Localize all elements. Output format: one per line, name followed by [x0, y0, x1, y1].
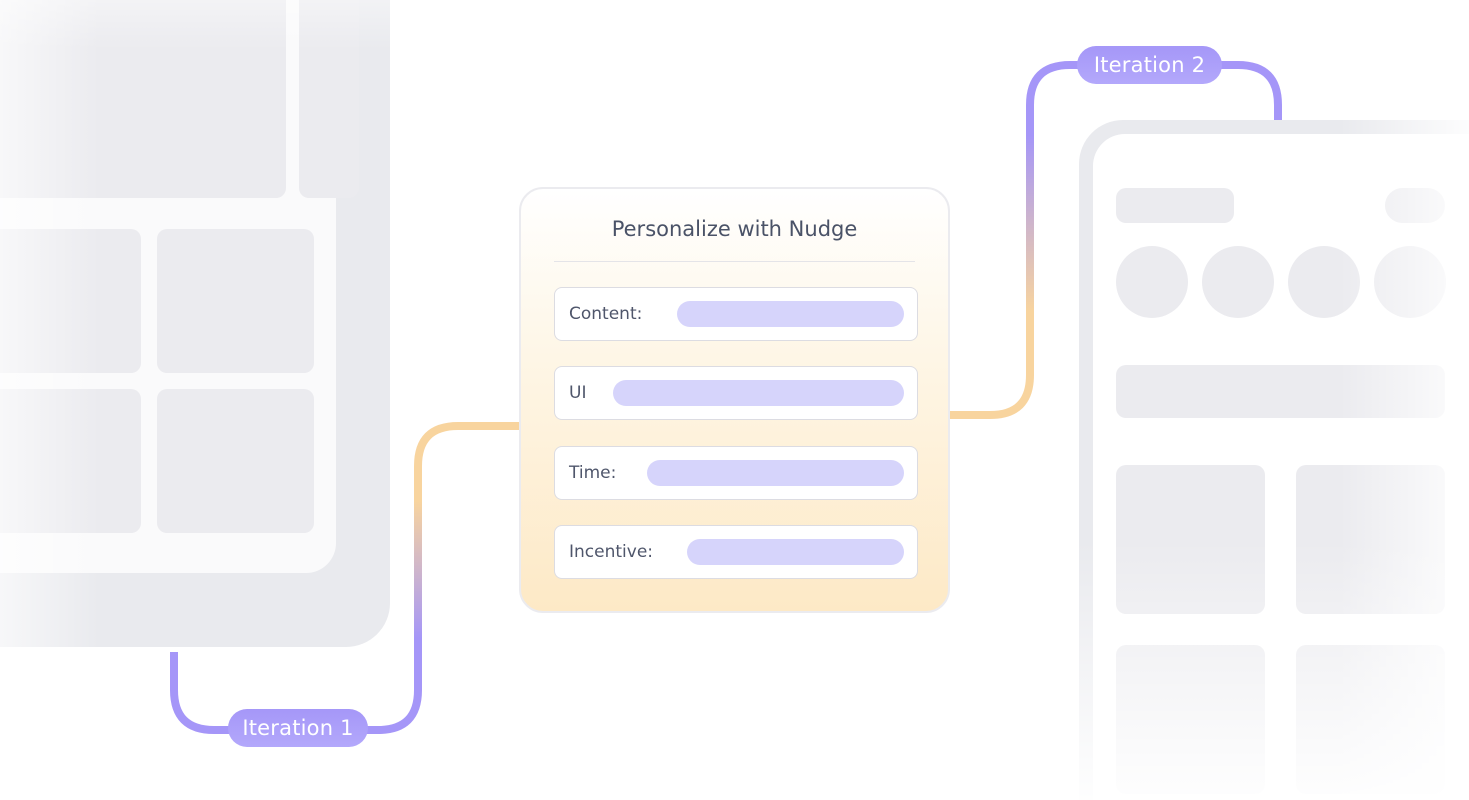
left-phone-wireframe — [0, 0, 390, 647]
tile-placeholder-3 — [0, 389, 141, 533]
header-title-placeholder — [1116, 188, 1234, 223]
tile-placeholder-1 — [1116, 465, 1265, 614]
tile-placeholder-2 — [157, 229, 314, 373]
story-circle-placeholder — [1202, 246, 1274, 318]
story-circle-placeholder — [1374, 246, 1446, 318]
connector-right-upper — [950, 61, 1090, 419]
personalize-card: Personalize with Nudge Content: UI Time:… — [519, 187, 950, 613]
iteration-2-badge: Iteration 2 — [1077, 46, 1222, 84]
side-placeholder — [299, 0, 359, 198]
field-label: Incentive: — [569, 542, 654, 562]
time-field[interactable]: Time: — [554, 446, 918, 500]
story-circle-placeholder — [1116, 246, 1188, 318]
field-value-bar — [687, 539, 904, 565]
ui-field[interactable]: UI — [554, 366, 918, 420]
tile-placeholder-1 — [0, 229, 141, 373]
right-phone-screen — [1093, 134, 1469, 800]
divider — [554, 261, 915, 262]
tile-placeholder-2 — [1296, 465, 1445, 614]
header-action-placeholder — [1385, 188, 1445, 223]
card-title: Personalize with Nudge — [611, 217, 858, 241]
connector-right-lower — [1210, 61, 1282, 120]
field-value-bar — [613, 380, 904, 406]
banner-placeholder — [1116, 365, 1445, 418]
iteration-1-badge: Iteration 1 — [228, 709, 368, 747]
field-label: Time: — [569, 463, 617, 483]
hero-placeholder — [0, 0, 286, 198]
left-phone-screen — [0, 0, 359, 573]
right-phone-wireframe — [1079, 120, 1469, 800]
field-value-bar — [647, 460, 904, 486]
tile-placeholder-3 — [1116, 645, 1265, 794]
story-circle-placeholder — [1288, 246, 1360, 318]
incentive-field[interactable]: Incentive: — [554, 525, 918, 579]
field-label: Content: — [569, 304, 643, 324]
tile-placeholder-4 — [157, 389, 314, 533]
field-value-bar — [677, 301, 904, 327]
tile-placeholder-4 — [1296, 645, 1445, 794]
content-field[interactable]: Content: — [554, 287, 918, 341]
field-label: UI — [569, 383, 587, 403]
